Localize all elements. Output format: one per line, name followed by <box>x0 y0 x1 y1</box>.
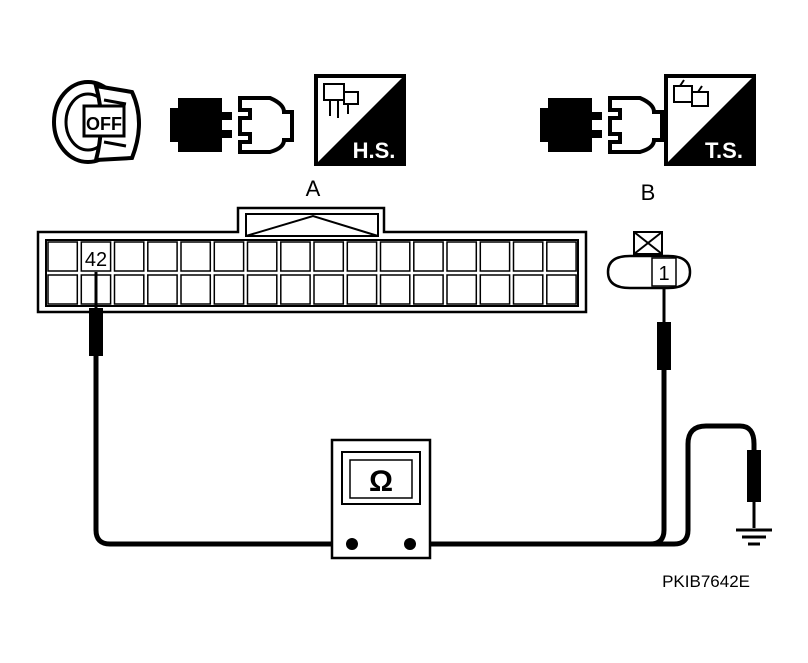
connector-b-terminal-label: 1 <box>658 263 669 285</box>
connector-a-cavity <box>280 241 311 272</box>
connector-disconnect-icon <box>540 96 664 154</box>
ground-symbol-icon <box>736 450 772 546</box>
connector-a-cavity <box>47 274 79 305</box>
test-lead-b <box>410 370 667 547</box>
connector-b: 1 <box>606 231 692 290</box>
connector-a-cavity <box>180 274 212 305</box>
ignition-off-label: OFF <box>86 114 122 134</box>
connector-a-cavity <box>479 274 511 305</box>
connector-a-terminal-label: 42 <box>85 249 107 271</box>
connector-a-cavity <box>379 241 411 272</box>
connector-a-cavity <box>413 274 444 305</box>
probe-connector-a <box>89 272 103 356</box>
ohm-symbol: Ω <box>369 465 393 498</box>
connector-a-cavity <box>313 274 345 305</box>
hs-label: H.S. <box>353 138 396 163</box>
connector-a-cavity <box>113 274 145 305</box>
connector-disconnect-icon <box>170 96 294 154</box>
figure-code: PKIB7642E <box>662 572 750 591</box>
connector-a-cavity <box>313 241 345 272</box>
probe-connector-b <box>657 288 671 370</box>
connector-a-cavity <box>479 241 511 272</box>
connector-a-cavity <box>413 241 444 272</box>
ignition-off-icon: OFF <box>52 80 141 164</box>
connector-a: 42 <box>36 206 588 314</box>
ohmmeter: Ω <box>330 438 432 560</box>
connector-a-cavity <box>147 274 178 305</box>
connector-a-cavity <box>379 274 411 305</box>
connector-a-cavity <box>280 274 311 305</box>
connector-b-label: B <box>641 180 656 205</box>
connector-a-cavity <box>546 274 577 305</box>
connector-a-cavity <box>246 274 278 305</box>
connector-a-cavity-grid <box>47 241 577 305</box>
connector-a-cavity <box>246 241 278 272</box>
connector-a-cavity <box>512 241 544 272</box>
connector-a-cavity <box>346 274 378 305</box>
connector-a-label: A <box>306 176 321 201</box>
meter-terminal-left <box>346 538 358 550</box>
connector-a-cavity <box>213 241 245 272</box>
connector-a-cavity <box>47 241 79 272</box>
connector-a-cavity <box>446 241 478 272</box>
connector-a-cavity <box>446 274 478 305</box>
harness-side-icon: H.S. <box>314 74 406 166</box>
meter-terminal-right <box>404 538 416 550</box>
ts-label: T.S. <box>705 138 743 163</box>
connector-a-cavity <box>213 274 245 305</box>
connector-a-cavity <box>113 241 145 272</box>
connector-a-cavity <box>80 241 112 272</box>
connector-a-cavity <box>546 241 577 272</box>
test-lead-a <box>93 356 352 547</box>
connector-a-cavity <box>180 241 212 272</box>
connector-a-cavity <box>147 241 178 272</box>
connector-a-cavity <box>346 241 378 272</box>
terminal-side-icon: T.S. <box>664 74 756 166</box>
ground-lead <box>650 423 757 547</box>
connector-a-cavity <box>512 274 544 305</box>
